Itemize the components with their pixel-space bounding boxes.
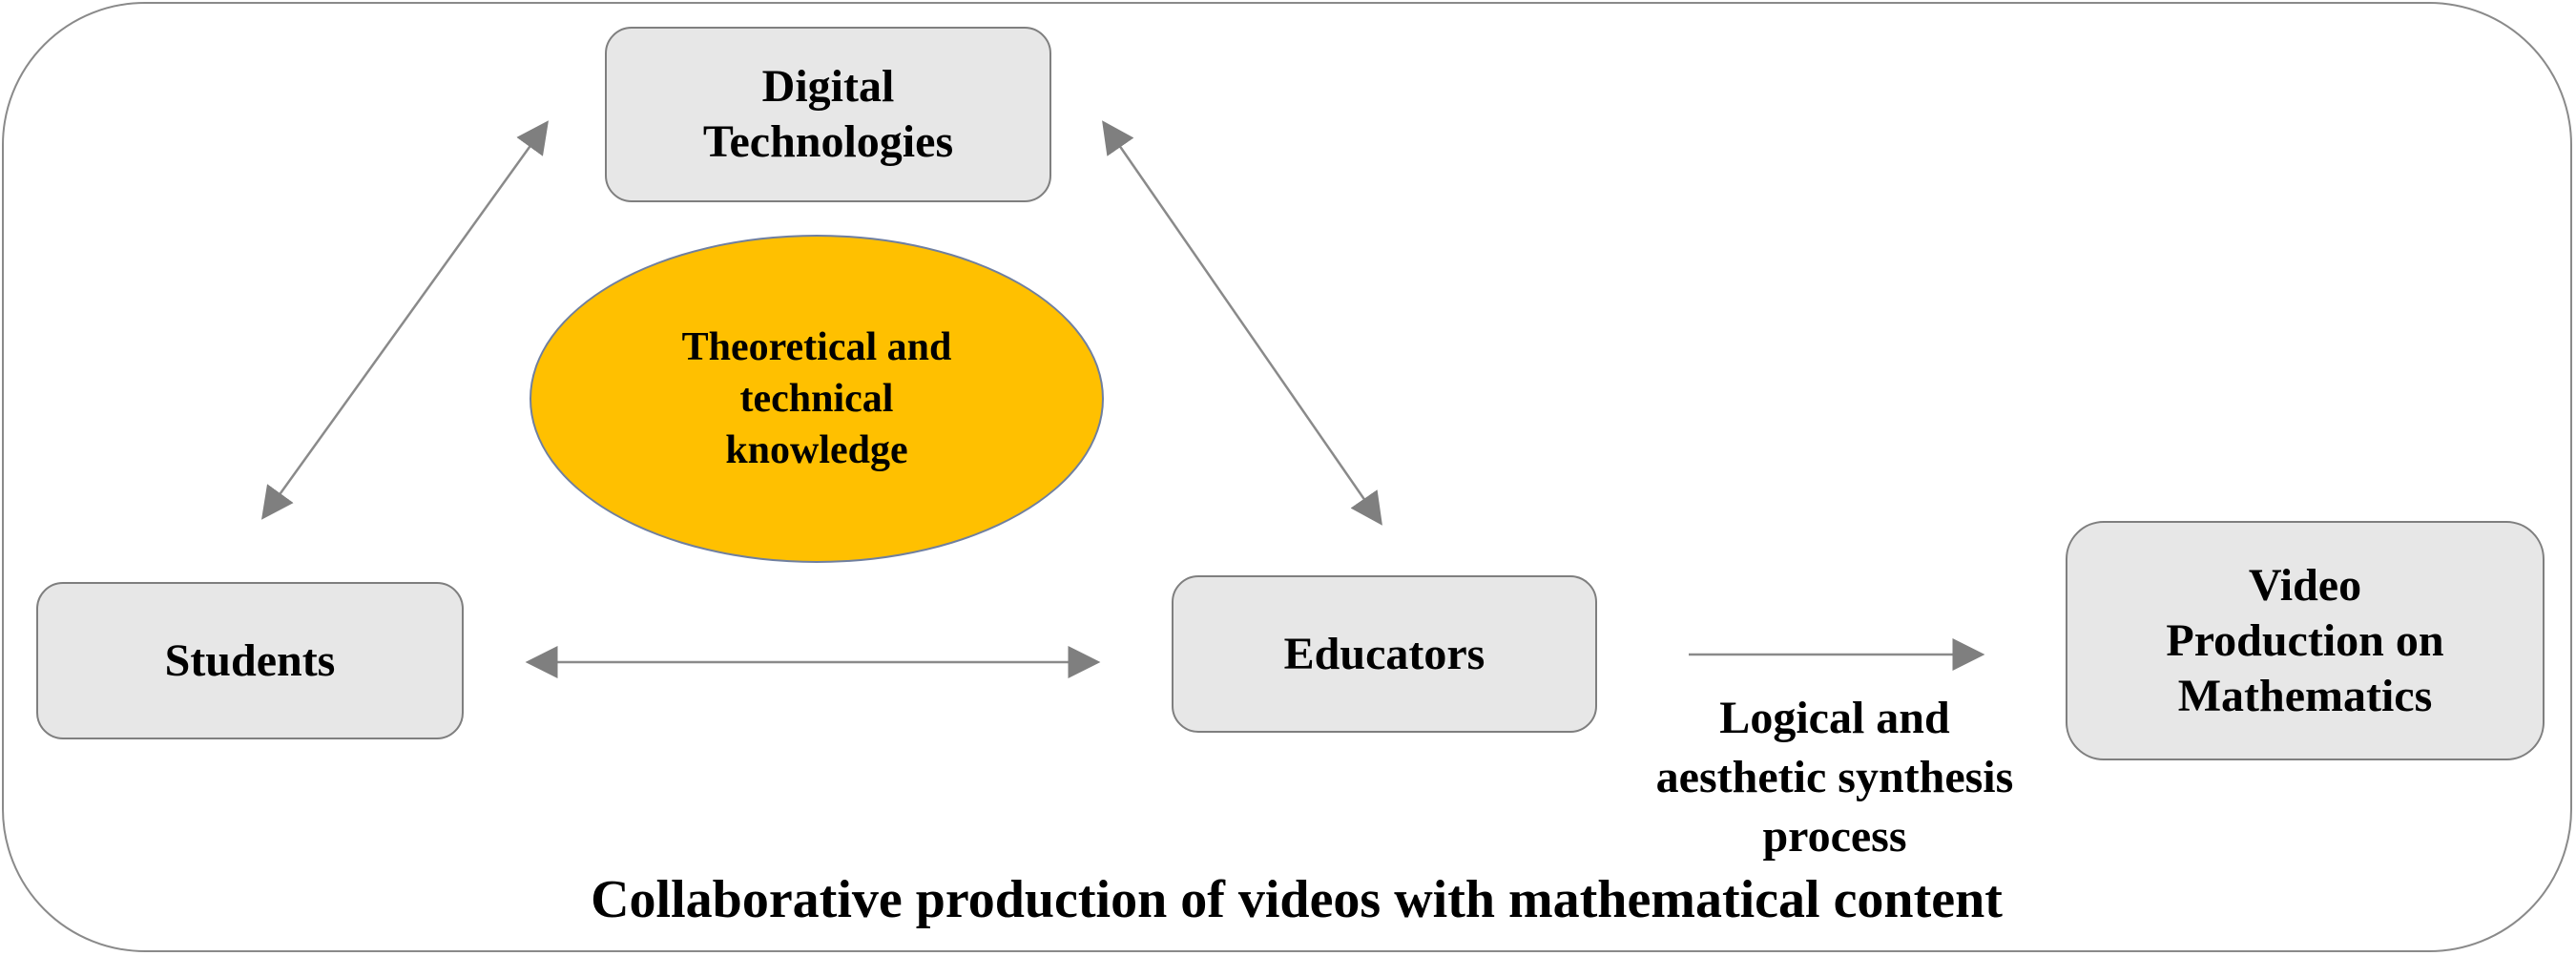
- node-text: knowledge: [725, 428, 908, 472]
- arrow-digital-educators: [1102, 120, 1382, 526]
- node-text: Theoretical and: [681, 325, 952, 369]
- node-text: Production on: [2166, 614, 2444, 666]
- edge-label-line: process: [1762, 811, 1907, 862]
- edge-label-line: aesthetic synthesis: [1655, 752, 2014, 802]
- edge-label-line: Logical and: [1719, 693, 1950, 743]
- node-text: Mathematics: [2177, 670, 2433, 721]
- node-students: Students: [36, 582, 464, 739]
- diagram-caption: Collaborative production of videos with …: [591, 870, 2003, 929]
- node-text: Students: [164, 634, 336, 686]
- node-text: Digital: [761, 61, 895, 112]
- node-text: Educators: [1283, 628, 1485, 679]
- node-knowledge: Theoretical and technical knowledge: [530, 235, 1104, 563]
- edge-label-synthesis: Logical and aesthetic synthesis process: [1596, 689, 2073, 866]
- node-text: technical: [739, 377, 894, 421]
- node-text: Technologies: [702, 116, 954, 167]
- node-educators: Educators: [1172, 575, 1597, 733]
- arrow-students-digital: [261, 120, 549, 520]
- node-text: Video: [2248, 559, 2362, 611]
